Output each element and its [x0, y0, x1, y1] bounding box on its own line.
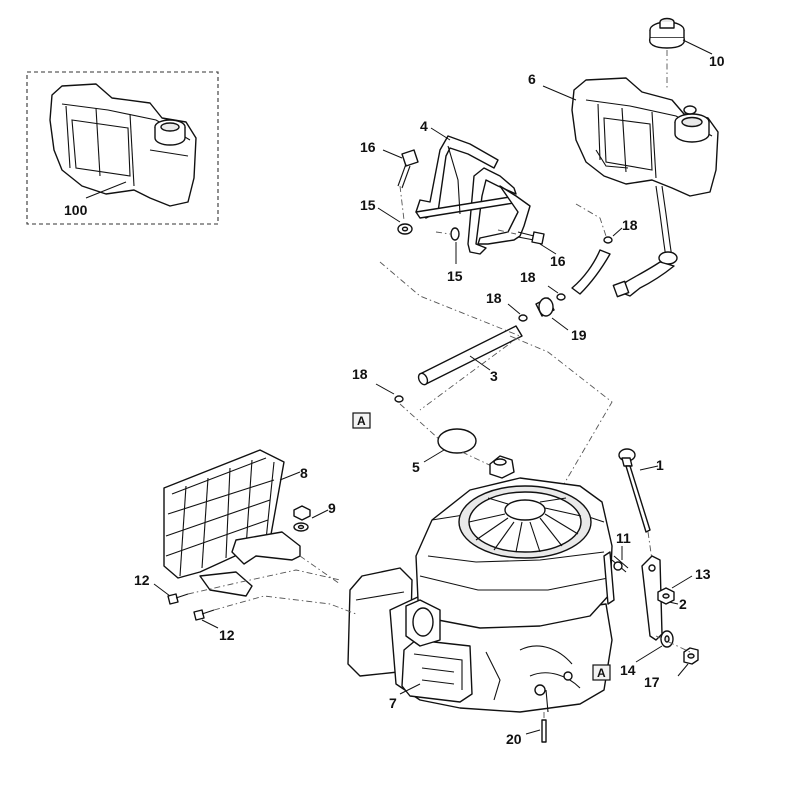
fuel-tank-alt-part-100 — [49, 83, 197, 207]
tank-bracket-part-4 — [415, 135, 531, 255]
nut-part-17 — [683, 647, 699, 665]
callout-6: 6 — [528, 71, 536, 87]
callout-16b: 16 — [550, 253, 566, 269]
svg-text:A: A — [357, 414, 366, 428]
callout-3: 3 — [490, 368, 498, 384]
callout-10: 10 — [709, 53, 725, 69]
callout-16a: 16 — [360, 139, 376, 155]
washer-part-15b — [450, 227, 460, 241]
nut-part-13 — [657, 587, 675, 605]
screw-part-16 — [397, 149, 419, 189]
svg-text:A: A — [597, 666, 606, 680]
reference-marker-a — [352, 412, 371, 429]
bracket-plate-part-2 — [641, 555, 663, 641]
dipstick-part-1 — [618, 448, 651, 533]
callout-15b: 15 — [447, 268, 463, 284]
fuel-cap-part-10 — [648, 17, 686, 49]
callout-1: 1 — [656, 457, 664, 473]
callout-18a: 18 — [622, 217, 638, 233]
screw-part-12 — [167, 593, 189, 605]
pin-part-20 — [541, 719, 547, 743]
fuel-filter-part-19 — [535, 297, 555, 317]
callout-14: 14 — [620, 662, 636, 678]
callout-100: 100 — [64, 202, 88, 218]
callout-5: 5 — [412, 459, 420, 475]
screw-part-12b — [193, 609, 215, 621]
hose-clamp-part-18b — [556, 293, 566, 301]
callout-18b: 18 — [520, 269, 536, 285]
hose-clamp-part-18d — [394, 395, 404, 403]
gasket-part-5 — [437, 428, 477, 454]
callout-20: 20 — [506, 731, 522, 747]
screw-part-16b — [517, 231, 545, 245]
guard-grille-part-8 — [163, 449, 301, 597]
callout-11: 11 — [616, 530, 631, 546]
alternative-part-box — [26, 71, 219, 225]
callout-8: 8 — [300, 465, 308, 481]
callout-18c: 18 — [486, 290, 502, 306]
fuel-tank-part-6 — [571, 77, 719, 197]
engine-part-7 — [347, 455, 615, 713]
fuel-line-part-3 — [417, 325, 523, 386]
fuel-line-tank-hose — [612, 185, 678, 298]
callout-15a: 15 — [360, 197, 376, 213]
screw-part-11 — [611, 555, 629, 573]
callout-12a: 12 — [134, 572, 150, 588]
callout-9: 9 — [328, 500, 336, 516]
callout-4: 4 — [420, 118, 428, 134]
fuel-hose-part — [571, 249, 611, 295]
callout-18d: 18 — [352, 366, 368, 382]
callout-13: 13 — [695, 566, 711, 582]
nut-part-9 — [293, 505, 311, 532]
callout-12b: 12 — [219, 627, 235, 643]
callout-2: 2 — [679, 596, 687, 612]
hose-clamp-part-18c — [518, 314, 528, 322]
callout-19: 19 — [571, 327, 587, 343]
callout-7: 7 — [389, 695, 397, 711]
reference-marker-a-engine — [592, 664, 611, 681]
hose-clamp-part-18 — [603, 236, 613, 244]
callout-17: 17 — [644, 674, 660, 690]
